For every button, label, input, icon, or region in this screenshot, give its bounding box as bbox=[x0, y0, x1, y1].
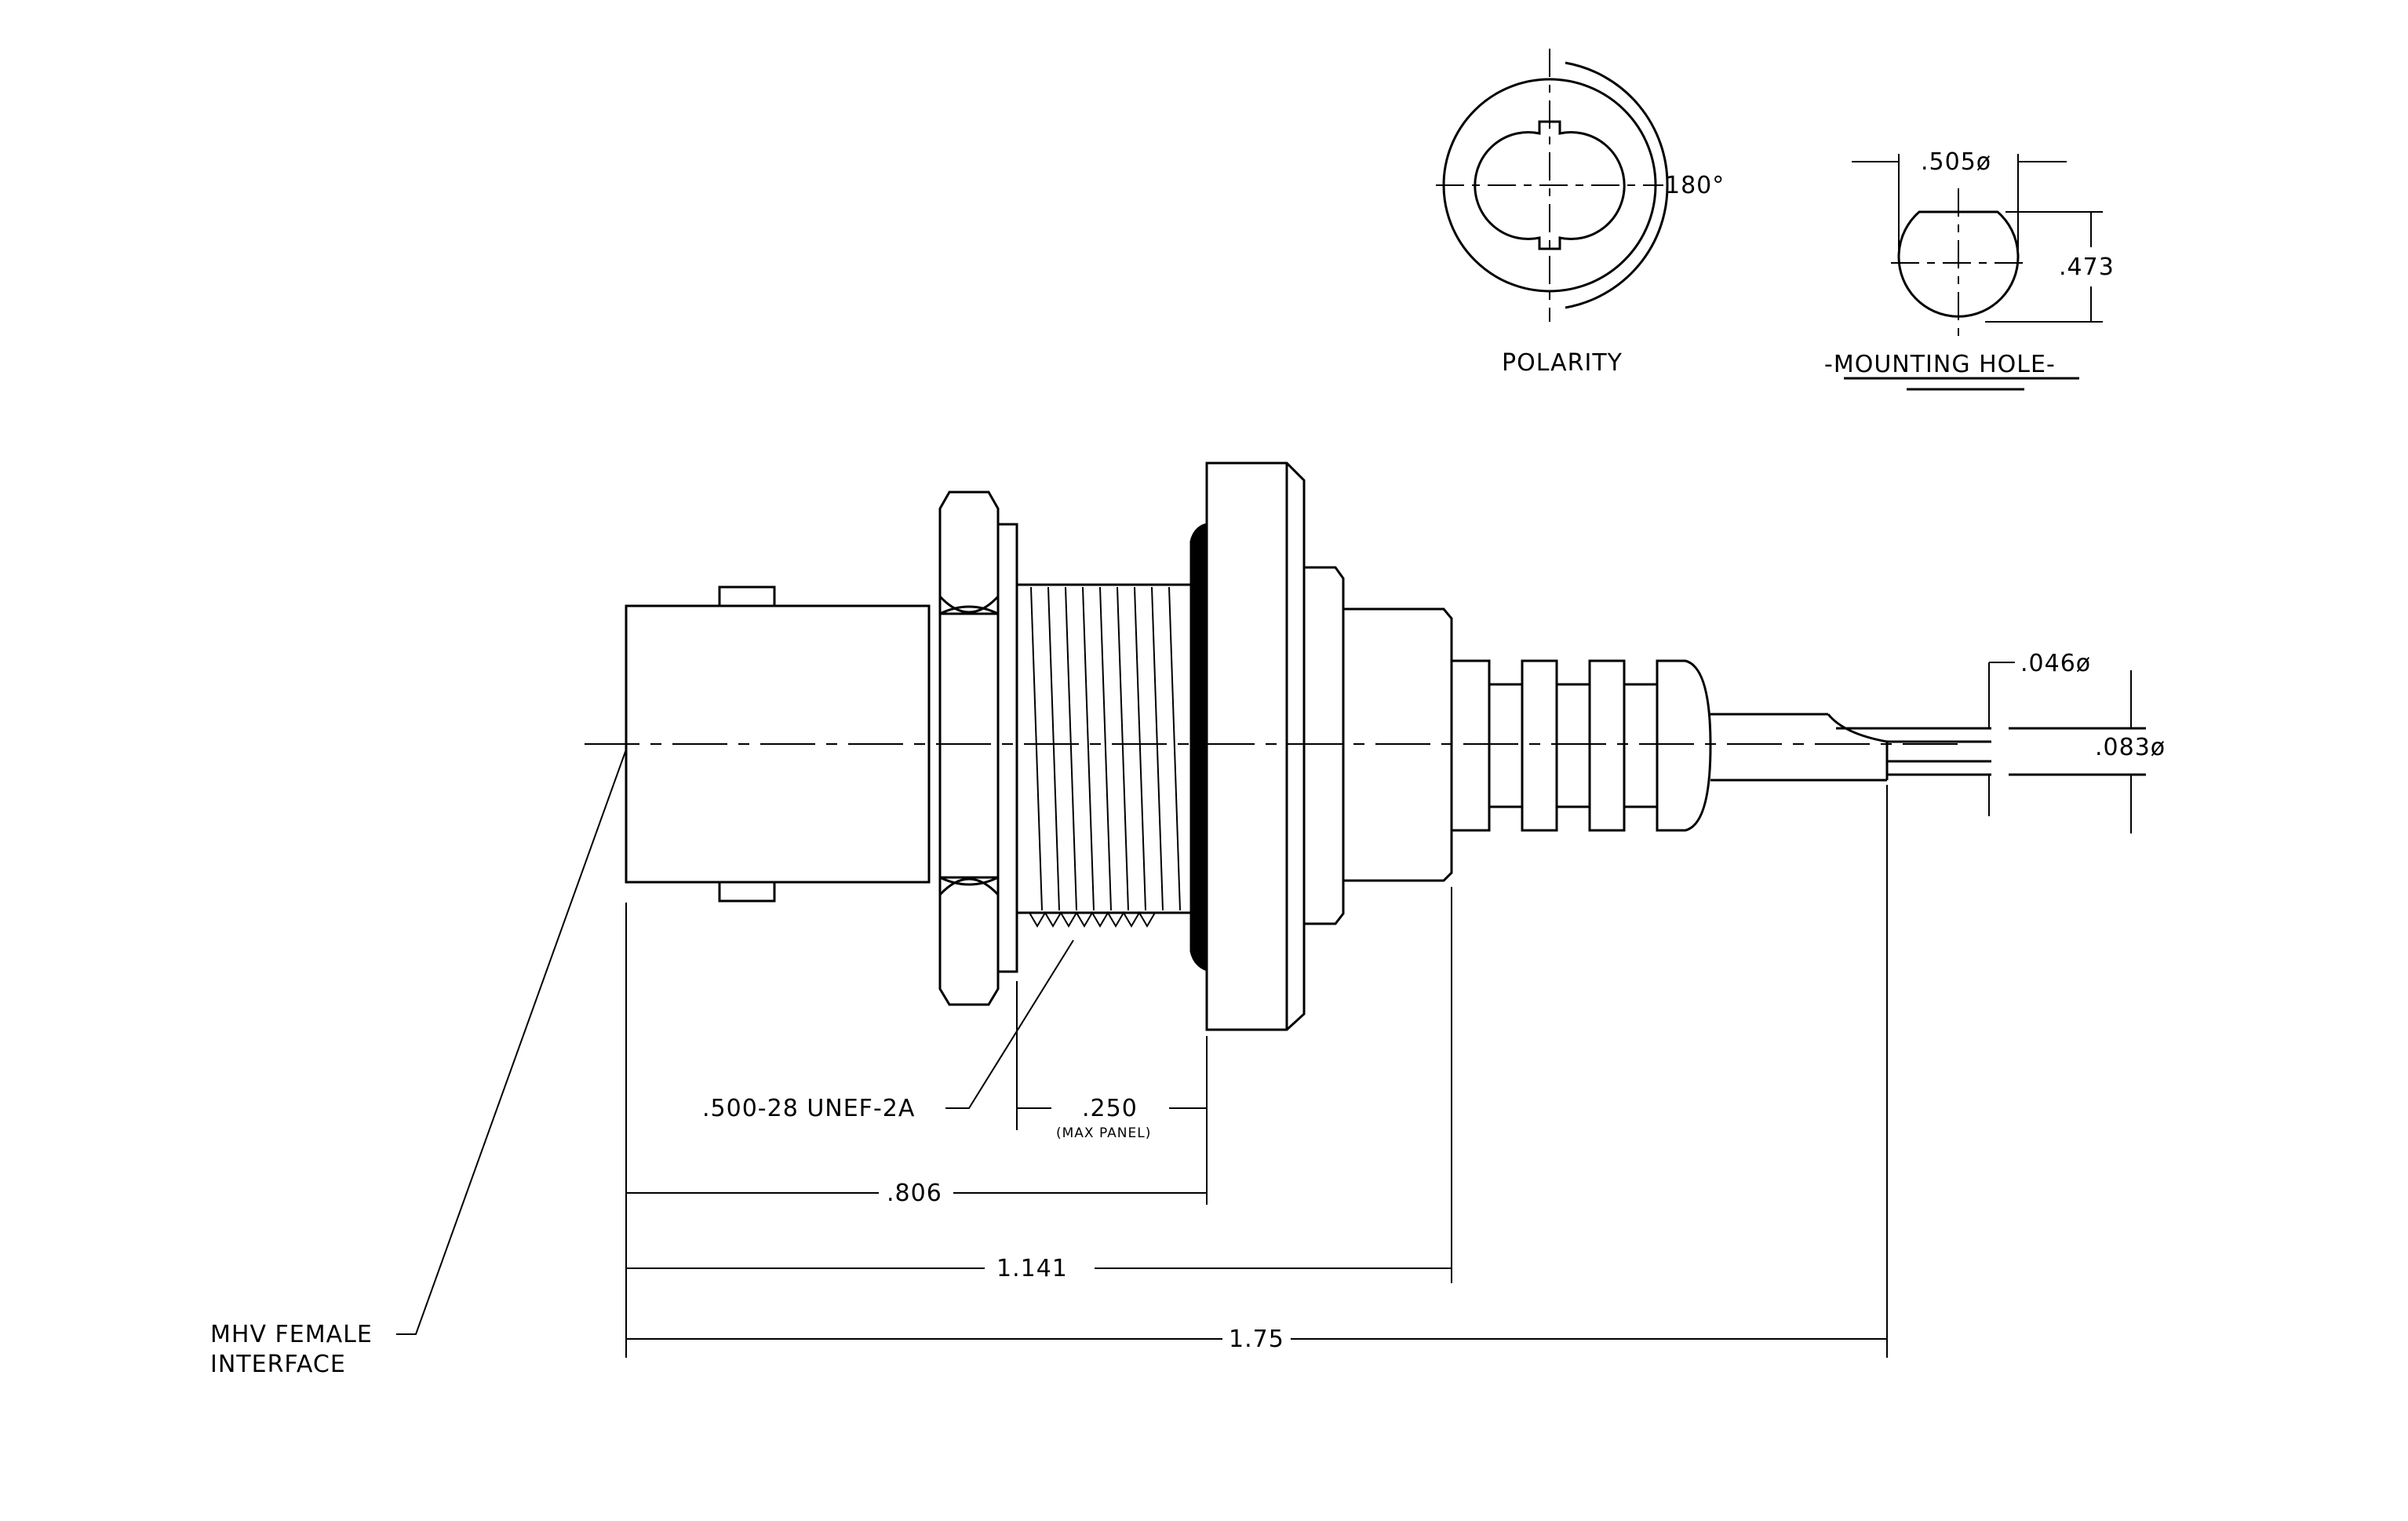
bayonet-pin-bottom bbox=[718, 881, 776, 903]
thread-line bbox=[1065, 586, 1077, 911]
bayonet-pin-top bbox=[718, 585, 776, 607]
mounting-hole-flat-dim: .473 bbox=[2059, 254, 2115, 281]
polarity-caption: POLARITY bbox=[1502, 349, 1623, 377]
rear-shoulder bbox=[1302, 566, 1345, 925]
thread-line bbox=[1047, 586, 1060, 911]
thread-line bbox=[1168, 586, 1181, 911]
dim-to-body: 1.141 bbox=[996, 1255, 1068, 1282]
mounting-hole-view: .505ø .473 -MOUNTING HOLE- bbox=[1824, 148, 2115, 391]
thread-line bbox=[1134, 586, 1146, 911]
thread-line bbox=[1030, 586, 1043, 911]
lock-washer bbox=[996, 523, 1018, 973]
callout-interface-line2: INTERFACE bbox=[210, 1351, 346, 1378]
mounting-hole-caption: -MOUNTING HOLE- bbox=[1824, 351, 2056, 378]
dim-panel-note: (MAX PANEL) bbox=[1056, 1125, 1151, 1141]
hex-nut bbox=[938, 491, 1000, 1006]
polarity-angle-label: 180° bbox=[1665, 172, 1725, 199]
thread-line bbox=[1151, 586, 1164, 911]
callout-interface-line1: MHV FEMALE bbox=[210, 1321, 373, 1348]
thread-line bbox=[1082, 586, 1095, 911]
thread-line bbox=[1117, 586, 1129, 911]
dim-cable-dia: .083ø bbox=[2095, 734, 2166, 761]
callouts: MHV FEMALE INTERFACE .500-28 UNEF-2A bbox=[210, 749, 1074, 1378]
dim-to-flange: .806 bbox=[887, 1180, 942, 1207]
callout-thread-spec: .500-28 UNEF-2A bbox=[702, 1095, 915, 1122]
dimensions: .250 (MAX PANEL) .806 1.141 1.75 .046ø .… bbox=[625, 650, 2166, 1358]
dim-contact-dia: .046ø bbox=[2020, 650, 2091, 677]
dim-overall: 1.75 bbox=[1229, 1326, 1284, 1353]
rear-body bbox=[1342, 607, 1453, 882]
dim-panel-value: .250 bbox=[1082, 1095, 1138, 1122]
polarity-view: 180° POLARITY bbox=[1436, 49, 1725, 377]
thread-line bbox=[1099, 586, 1112, 911]
mounting-flange bbox=[1205, 461, 1306, 1031]
connector-side-view bbox=[585, 461, 2146, 1031]
mounting-hole-width-dim: .505ø bbox=[1921, 148, 1991, 176]
